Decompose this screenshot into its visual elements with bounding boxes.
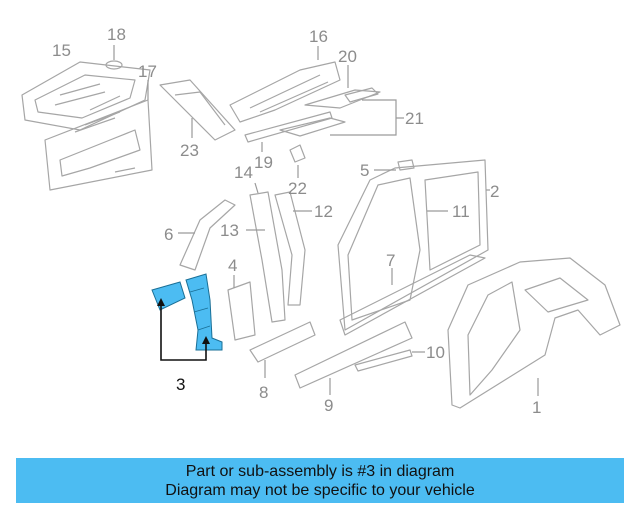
callout-16: 16 [309,27,328,46]
parts-diagram: 15 18 17 16 20 21 23 19 14 22 5 2 12 11 … [21,25,621,417]
callout-11: 11 [452,202,470,221]
callout-3: 3 [176,375,185,394]
leader-3 [160,305,207,361]
part-9-10-rocker [294,321,425,395]
callout-10: 10 [426,343,445,362]
part-22-clip [289,144,306,178]
callout-1: 1 [532,398,541,417]
callout-15: 15 [52,41,71,60]
callout-5: 5 [360,161,369,180]
part-20-21-brackets [279,65,404,137]
callout-8: 8 [259,383,268,402]
callout-18: 18 [107,25,126,44]
part-3-pillar [185,273,223,351]
part-15-floor-pan [21,61,151,131]
callout-22: 22 [288,179,307,198]
part-1-body-side [447,257,621,409]
callout-14: 14 [234,163,253,182]
callout-19: 19 [254,153,273,172]
callout-21: 21 [405,109,424,128]
part-4-reinforcement [227,275,256,341]
callout-2: 2 [490,182,499,201]
callout-20: 20 [338,47,357,66]
part-23-rail [159,79,236,141]
part-6-pillar [178,199,236,271]
callout-4: 4 [228,256,237,275]
banner-line-2: Diagram may not be specific to your vehi… [165,481,475,499]
part-8-sill [249,321,316,378]
info-banner: Part or sub-assembly is #3 in diagram Di… [16,458,624,503]
callout-23: 23 [180,141,199,160]
callout-17: 17 [138,62,157,81]
part-3-bracket [151,281,186,311]
part-2-side-inner [337,159,490,336]
callout-9: 9 [324,396,333,415]
banner-line-1: Part or sub-assembly is #3 in diagram [185,462,455,480]
part-18-grommet [105,45,123,70]
callout-6: 6 [164,225,173,244]
part-12-13-14-pillars [246,182,312,323]
callout-7: 7 [386,251,395,270]
part-3-highlighted [151,273,223,351]
part-17-crossmember [44,80,153,191]
callout-12: 12 [314,202,333,221]
callout-13: 13 [220,221,239,240]
part-16-floor-center [229,46,341,123]
